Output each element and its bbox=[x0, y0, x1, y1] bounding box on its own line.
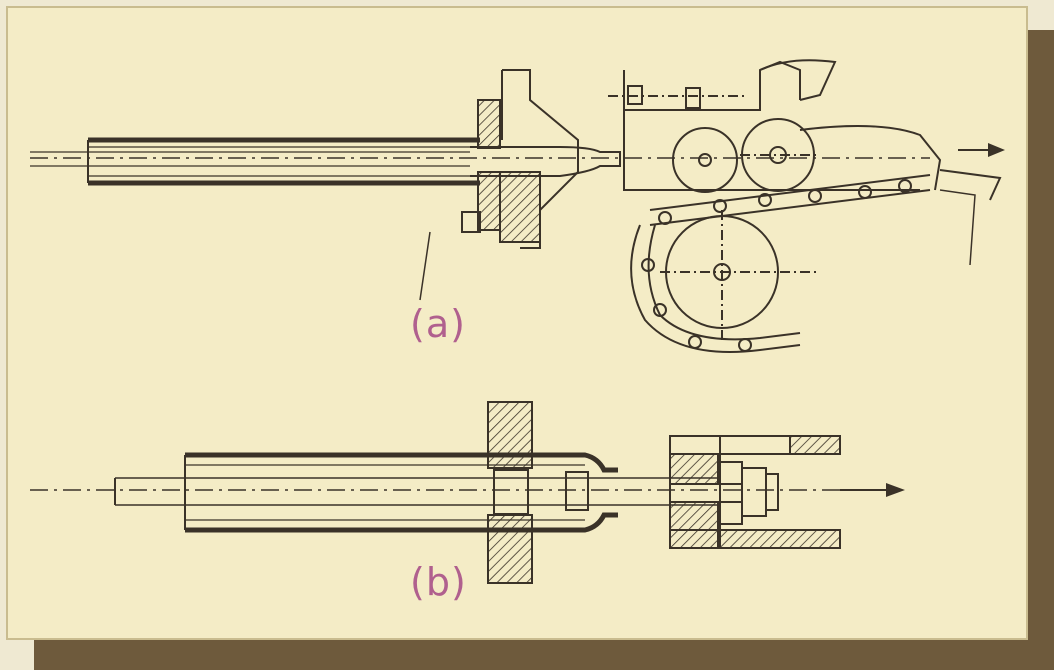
diagram-b bbox=[30, 401, 905, 584]
arrow-a-head bbox=[988, 143, 1005, 157]
tube-a bbox=[87, 137, 480, 186]
gripper-wheels-a bbox=[672, 118, 820, 193]
die-plate-b-top bbox=[487, 401, 533, 469]
die-plate-b-bottom bbox=[487, 514, 533, 584]
figure-label-b: (b) bbox=[410, 560, 467, 604]
sprocket-a bbox=[660, 210, 820, 340]
tube-b bbox=[184, 452, 618, 533]
chain-a bbox=[630, 174, 931, 353]
figure-label-a: (a) bbox=[410, 302, 466, 346]
die-throat-a bbox=[470, 146, 621, 177]
die-block-a bbox=[419, 69, 579, 301]
grip-head-b bbox=[669, 435, 841, 549]
mandrel-rod-a bbox=[30, 151, 470, 167]
track-support-a bbox=[939, 189, 976, 266]
carriage-a bbox=[608, 59, 1002, 201]
diagram-a bbox=[30, 59, 1005, 353]
mandrel-rod-b bbox=[114, 469, 720, 515]
arrow-b-head bbox=[886, 483, 905, 497]
